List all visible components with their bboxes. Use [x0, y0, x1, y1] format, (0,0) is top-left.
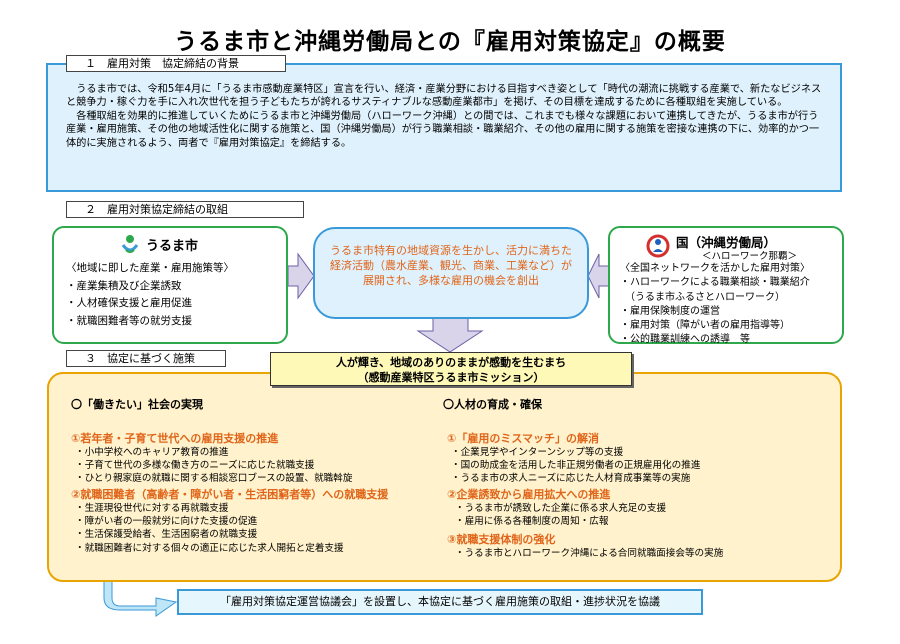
- national-subtitle: ＜ハローワーク那覇＞: [702, 251, 798, 262]
- measure-item: ・障がい者の一般就労に向けた支援の促進: [75, 516, 258, 528]
- national-name: 国（沖縄労働局）: [676, 235, 777, 250]
- council-box: 「雇用対策協定運営協議会」を設置し、本協定に基づく雇用施策の取組・進捗状況を協議: [177, 589, 703, 615]
- labour-bureau-logo-icon: [646, 234, 670, 258]
- city-item: ・産業集積及び企業誘致: [66, 279, 182, 292]
- national-item: ・ハローワークによる職業相談・職業紹介: [620, 277, 810, 289]
- shared-goal-box: うるま市特有の地域資源を生かし、活力に満ちた経済活動（農水産業、観光、商業、工業…: [313, 227, 589, 319]
- left-group-title: ②就職困難者（高齢者・障がい者・生活困窮者等）への就職支援: [71, 488, 389, 501]
- left-column-heading: 〇「働きたい」社会の実現: [71, 398, 203, 411]
- city-name: うるま市: [146, 239, 199, 254]
- measure-item: ・子育て世代の多様な働き方のニーズに応じた就職支援: [75, 460, 315, 472]
- national-item: ・雇用対策（障がい者の雇用指導等）: [620, 320, 790, 332]
- right-column-heading: 〇人材の育成・確保: [443, 398, 542, 411]
- section-3-label: ３ 協定に基づく施策: [66, 350, 226, 367]
- national-item: ・公的職業訓練への誘導 等: [620, 334, 750, 346]
- measure-item: ・ひとり親家庭の就職に関する相談窓口ブースの設置、就職斡旋: [75, 473, 353, 485]
- national-item: （うるま市ふるさとハローワーク）: [620, 291, 785, 303]
- uruma-logo-icon: [121, 235, 139, 253]
- city-box: うるま市 〈地域に即した産業・雇用施策等〉 ・産業集積及び企業誘致 ・人材確保支…: [52, 226, 288, 344]
- section-2-label: ２ 雇用対策協定締結の取組: [66, 201, 304, 218]
- background-paragraph-2: 各種取組を効果的に推進していくためにうるま市と沖縄労働局（ハローワーク沖縄）との…: [66, 110, 820, 149]
- arrow-to-council: [103, 579, 178, 617]
- mission-line-2: （感動産業特区うるま市ミッション）: [357, 371, 545, 384]
- measure-item: ・就職困難者に対する個々の適正に応じた求人開拓と定着支援: [75, 542, 344, 554]
- national-box: 国（沖縄労働局） ＜ハローワーク那覇＞ 〈全国ネットワークを活かした雇用対策〉 …: [608, 226, 844, 346]
- national-item: 〈全国ネットワークを活かした雇用対策〉: [620, 263, 810, 274]
- city-item: ・就職困難者等の就労支援: [66, 314, 192, 327]
- page-title: うるま市と沖縄労働局との『雇用対策協定』の概要: [174, 29, 726, 55]
- arrow-right-to-center: [587, 253, 610, 299]
- measure-item: ・国の助成金を活用した非正規労働者の正規雇用化の推進: [451, 460, 701, 472]
- measure-item: ・うるま市が誘致した企業に係る求人充足の支援: [455, 503, 667, 514]
- section-1-label: １ 雇用対策 協定締結の背景: [66, 55, 286, 72]
- arrow-center-down: [416, 317, 484, 353]
- right-group-title: ②企業誘致から雇用拡大への推進: [447, 488, 611, 501]
- mission-line-1: 人が輝き、地域のありのままが感動を生むまち: [335, 356, 567, 369]
- measure-item: ・うるま市の求人ニーズに応じた人材育成事業等の実施: [451, 473, 691, 485]
- background-box: うるま市では、令和5年4月に「うるま市感動産業特区」宣言を行い、経済・産業分野に…: [46, 63, 842, 192]
- measure-item: ・小中学校へのキャリア教育の推進: [75, 447, 229, 458]
- measure-item: ・雇用に係る各種制度の周知・広報: [455, 516, 609, 528]
- left-group-title: ①若年者・子育て世代への雇用支援の推進: [71, 432, 279, 445]
- national-item: ・雇用保険制度の運営: [620, 305, 720, 317]
- arrow-left-to-center: [287, 252, 315, 300]
- measure-item: ・うるま市とハローワーク沖縄による合同就職面接会等の実施: [455, 548, 724, 559]
- mission-box: 人が輝き、地域のありのままが感動を生むまち （感動産業特区うるま市ミッション）: [270, 352, 632, 386]
- measure-item: ・企業見学やインターンシップ等の支援: [451, 447, 624, 458]
- measures-box: 〇「働きたい」社会の実現 ①若年者・子育て世代への雇用支援の推進 ・小中学校への…: [47, 372, 842, 582]
- background-paragraph-1: うるま市では、令和5年4月に「うるま市感動産業特区」宣言を行い、経済・産業分野に…: [66, 84, 822, 109]
- right-group-title: ①「雇用のミスマッチ」の解消: [447, 432, 599, 445]
- right-group-title: ③就職支援体制の強化: [447, 533, 556, 546]
- city-item: ・人材確保支援と雇用促進: [66, 297, 192, 309]
- measure-item: ・生活保護受給者、生活困窮者の就職支援: [75, 529, 258, 541]
- city-item: 〈地域に即した産業・雇用施策等〉: [66, 262, 234, 274]
- measure-item: ・生涯現役世代に対する再就職支援: [75, 503, 229, 514]
- shared-goal-text: うるま市特有の地域資源を生かし、活力に満ちた経済活動（農水産業、観光、商業、工業…: [330, 244, 572, 287]
